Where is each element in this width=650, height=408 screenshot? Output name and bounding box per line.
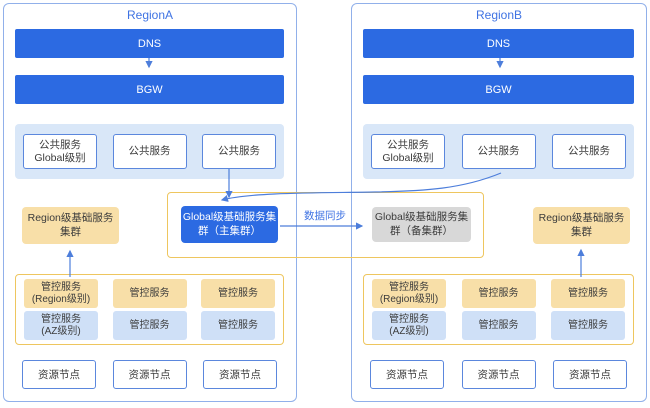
management-service-box: 管控服务 (AZ级别) (24, 311, 98, 340)
region-b-public-services-panel: 公共服务 Global级别 公共服务 公共服务 (363, 124, 634, 179)
management-service-box: 管控服务 (AZ级别) (372, 311, 446, 340)
region-b-resource-row: 资源节点 资源节点 资源节点 (363, 360, 634, 389)
public-service-global-box: 公共服务 Global级别 (371, 134, 445, 169)
management-service-box: 管控服务 (112, 311, 187, 340)
resource-node-box: 资源节点 (370, 360, 444, 389)
resource-node-box: 资源节点 (461, 360, 536, 389)
resource-node-box: 资源节点 (203, 360, 277, 389)
management-service-box: 管控服务 (461, 311, 536, 340)
region-a-management-panel: 管控服务 (Region级别) 管控服务 管控服务 管控服务 (AZ级别) 管控… (15, 274, 284, 345)
region-a-public-services-panel: 公共服务 Global级别 公共服务 公共服务 (15, 124, 284, 179)
management-service-box: 管控服务 (201, 311, 275, 340)
global-primary-cluster-box: Global级基础服务集 群（主集群） (181, 206, 278, 243)
region-b-region-cluster-box: Region级基础服务 集群 (533, 207, 630, 244)
management-service-box: 管控服务 (551, 279, 625, 308)
public-service-box: 公共服务 (202, 134, 276, 169)
region-b-title: RegionB (475, 8, 523, 22)
public-service-box: 公共服务 (552, 134, 626, 169)
global-backup-cluster-box: Global级基础服务集 群（备集群） (372, 207, 471, 242)
management-row-region-level: 管控服务 (Region级别) 管控服务 管控服务 (24, 279, 275, 308)
resource-node-box: 资源节点 (553, 360, 627, 389)
management-service-box: 管控服务 (Region级别) (24, 279, 98, 308)
region-b-container: RegionB DNS BGW 公共服务 Global级别 公共服务 公共服务 … (351, 3, 647, 402)
region-a-resource-row: 资源节点 资源节点 资源节点 (15, 360, 284, 389)
region-a-bgw-block: BGW (15, 75, 284, 104)
management-service-box: 管控服务 (201, 279, 275, 308)
management-row-az-level: 管控服务 (AZ级别) 管控服务 管控服务 (24, 311, 275, 340)
region-a-dns-block: DNS (15, 29, 284, 58)
resource-node-box: 资源节点 (112, 360, 187, 389)
management-service-box: 管控服务 (112, 279, 187, 308)
management-service-box: 管控服务 (461, 279, 536, 308)
management-service-box: 管控服务 (551, 311, 625, 340)
public-service-box: 公共服务 (461, 134, 536, 169)
resource-node-box: 资源节点 (22, 360, 96, 389)
region-b-bgw-block: BGW (363, 75, 634, 104)
region-b-management-panel: 管控服务 (Region级别) 管控服务 管控服务 管控服务 (AZ级别) 管控… (363, 274, 634, 345)
region-a-title: RegionA (126, 8, 174, 22)
region-b-dns-block: DNS (363, 29, 634, 58)
region-a-region-cluster-box: Region级基础服务 集群 (22, 207, 119, 244)
public-service-box: 公共服务 (112, 134, 187, 169)
management-row-region-level: 管控服务 (Region级别) 管控服务 管控服务 (372, 279, 625, 308)
management-service-box: 管控服务 (Region级别) (372, 279, 446, 308)
data-sync-label: 数据同步 (304, 210, 346, 222)
region-a-container: RegionA DNS BGW 公共服务 Global级别 公共服务 公共服务 … (3, 3, 297, 402)
public-service-global-box: 公共服务 Global级别 (23, 134, 97, 169)
management-row-az-level: 管控服务 (AZ级别) 管控服务 管控服务 (372, 311, 625, 340)
